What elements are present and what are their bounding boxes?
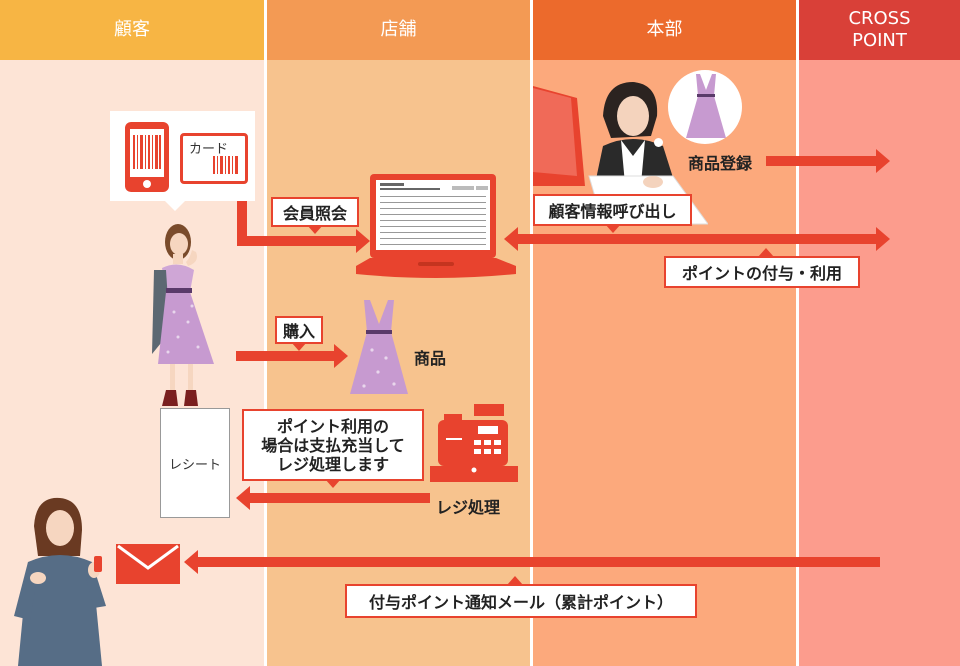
- arrow-head-product-registration: [876, 149, 890, 173]
- arrow-head-purchase: [334, 344, 348, 368]
- point-grant-use-label: ポイントの付与・利用: [681, 264, 842, 283]
- arrow-head-notification-mail: [184, 550, 198, 574]
- receipt: レシート: [160, 408, 230, 518]
- lane-header-crosspoint: CROSS POINT: [799, 0, 960, 60]
- woman-customer-icon: [10, 496, 110, 666]
- register-note-label: ポイント利用の 場合は支払充当して レジ処理します: [261, 416, 405, 474]
- card-label: カード: [189, 142, 229, 157]
- cash-register-icon: [430, 404, 518, 484]
- arrow-head-receipt: [236, 486, 250, 510]
- member-lookup-label: 会員照会: [282, 204, 347, 223]
- purchase-label: 購入: [282, 322, 315, 341]
- laptop-icon: [356, 174, 516, 282]
- arrow-head-points-left: [504, 227, 518, 251]
- notification-mail-label: 付与ポイント通知メール（累計ポイント）: [368, 593, 673, 612]
- purchase-callout: 購入: [275, 316, 323, 351]
- dress-icon: [686, 74, 726, 140]
- envelope-icon: [116, 544, 180, 584]
- thought-bubble: [668, 70, 742, 144]
- lane-header-store: 店舗: [267, 0, 530, 60]
- phone-card-bubble: カード: [110, 111, 255, 211]
- barcode-card-icon: カード: [180, 133, 248, 184]
- arrow-member-lookup: [237, 200, 356, 246]
- member-lookup-callout: 会員照会: [271, 197, 359, 234]
- dress-icon: [350, 300, 408, 396]
- smartphone-barcode-icon: [124, 121, 170, 193]
- receipt-label: レシート: [168, 457, 221, 473]
- product-label: 商品: [414, 349, 447, 368]
- lane-header-hq: 本部: [533, 0, 796, 60]
- point-grant-use-callout: ポイントの付与・利用: [664, 256, 860, 288]
- customer-info-call-label: 顧客情報呼び出し: [548, 202, 677, 221]
- customer-info-call-callout: 顧客情報呼び出し: [533, 194, 692, 233]
- notification-mail-callout: 付与ポイント通知メール（累計ポイント）: [345, 584, 697, 618]
- arrow-head-points-right: [876, 227, 890, 251]
- lane-header-customer: 顧客: [0, 0, 264, 60]
- register-processing-label: レジ処理: [436, 498, 501, 517]
- product-registration-label: 商品登録: [688, 154, 753, 173]
- lane-crosspoint: [799, 0, 960, 666]
- arrow-head-member-lookup: [356, 229, 370, 253]
- woman-customer-icon: [148, 222, 218, 408]
- register-note-callout: ポイント利用の 場合は支払充当して レジ処理します: [242, 409, 424, 488]
